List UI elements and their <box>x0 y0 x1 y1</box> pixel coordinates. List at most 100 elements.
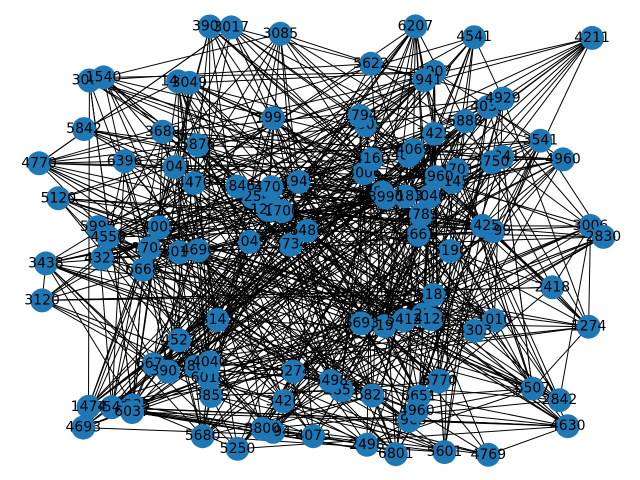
graph-edge <box>41 299 210 363</box>
node-label: 4069 <box>396 142 432 158</box>
graph-node: 3800 <box>244 416 280 441</box>
node-circle <box>490 86 515 111</box>
graph-edge <box>107 161 126 238</box>
node-label: 1704 <box>131 240 167 256</box>
graph-edge <box>280 33 492 163</box>
node-circle <box>403 14 428 39</box>
graph-edge <box>444 162 493 453</box>
graph-edge <box>384 325 420 397</box>
node-circle <box>479 150 504 175</box>
node-label: 4211 <box>574 30 610 46</box>
graph-node: 1425 <box>416 121 452 146</box>
node-label: 4929 <box>485 91 521 107</box>
graph-edge <box>381 26 416 193</box>
node-label: 4701 <box>254 179 290 195</box>
graph-edge <box>189 82 274 119</box>
node-circle <box>295 218 320 243</box>
graph-edge <box>153 37 593 365</box>
node-label: 2830 <box>586 229 622 245</box>
node-circle <box>72 117 96 142</box>
graph-node: 4527 <box>161 328 197 353</box>
node-label: 1274 <box>571 319 607 335</box>
node-label: 4550 <box>90 229 126 245</box>
node-circle <box>162 155 187 180</box>
graph-node: 5498 <box>313 368 349 393</box>
graph-edge <box>42 294 434 301</box>
graph-node: 6396 <box>107 149 143 174</box>
graph-edge <box>174 158 372 168</box>
graph-node: 5183 <box>416 282 451 307</box>
graph-node: 6801 <box>378 442 414 467</box>
node-circle <box>383 442 408 467</box>
graph-node: 4550 <box>90 225 126 250</box>
graph-edge <box>202 158 373 437</box>
graph-node: 4929 <box>485 86 521 111</box>
node-circle <box>186 238 211 263</box>
graph-node: 3688 <box>145 119 181 144</box>
graph-edge <box>209 26 263 429</box>
node-label: 2418 <box>535 279 571 295</box>
node-circle <box>46 186 71 211</box>
node-circle <box>181 171 206 196</box>
graph-edge <box>416 410 568 427</box>
graph-edge <box>271 26 416 188</box>
graph-node: 5842 <box>66 117 102 142</box>
graph-edge <box>45 262 417 412</box>
graph-edge <box>435 37 593 178</box>
node-circle <box>423 165 448 190</box>
graph-edge <box>370 63 604 238</box>
graph-edge <box>38 162 451 252</box>
graph-node: 2842 <box>542 388 577 413</box>
graph-edge <box>189 71 435 84</box>
graph-node: 4770 <box>21 151 57 176</box>
graph-node: 4769 <box>470 442 506 467</box>
graph-node: 6486 <box>289 218 325 243</box>
graph-edge <box>162 131 414 151</box>
node-label: 4769 <box>470 447 506 463</box>
graph-edge <box>58 197 560 401</box>
node-circle <box>354 432 379 457</box>
graph-node: 2830 <box>586 224 622 249</box>
node-circle <box>591 224 616 249</box>
graph-edge <box>298 181 495 321</box>
graph-edge <box>103 33 281 78</box>
graph-edge <box>58 197 283 212</box>
graph-node: 3904 <box>192 14 228 39</box>
node-circle <box>250 416 275 441</box>
graph-edge <box>209 361 294 372</box>
node-label: 5274 <box>275 364 311 380</box>
graph-edge <box>178 339 445 453</box>
graph-edge <box>197 37 593 146</box>
node-circle <box>167 240 192 265</box>
graph-edge <box>423 80 483 226</box>
node-label: 5498 <box>313 373 349 389</box>
node-label: 4661 <box>401 227 437 243</box>
node-label: 2049 <box>232 234 268 250</box>
node-circle <box>30 288 55 313</box>
graph-node: 5622 <box>353 51 389 76</box>
graph-edge <box>403 319 568 427</box>
node-label: 5842 <box>66 121 102 137</box>
graph-edge <box>103 76 383 193</box>
graph-edge <box>340 159 373 390</box>
graph-edge <box>167 82 190 372</box>
node-circle <box>261 106 285 131</box>
node-label: 1425 <box>464 218 500 234</box>
graph-edge <box>174 166 418 412</box>
node-circle <box>27 151 52 176</box>
graph-edge <box>217 319 314 437</box>
node-circle <box>318 368 343 393</box>
node-label: 6821 <box>355 388 391 404</box>
node-label: 3990 <box>368 190 404 206</box>
graph-edge <box>131 33 281 413</box>
node-circle <box>462 25 487 50</box>
node-label: 6486 <box>289 223 325 239</box>
node-label: 3907 <box>150 364 186 380</box>
node-label: 3855 <box>193 388 229 404</box>
node-label: 6668 <box>125 262 161 278</box>
graph-node: 4690 <box>181 238 216 263</box>
graph-node: 1274 <box>571 314 607 339</box>
graph-edge <box>88 406 568 427</box>
graph-node: 4040 <box>411 184 447 209</box>
node-label: 4960 <box>545 151 581 167</box>
